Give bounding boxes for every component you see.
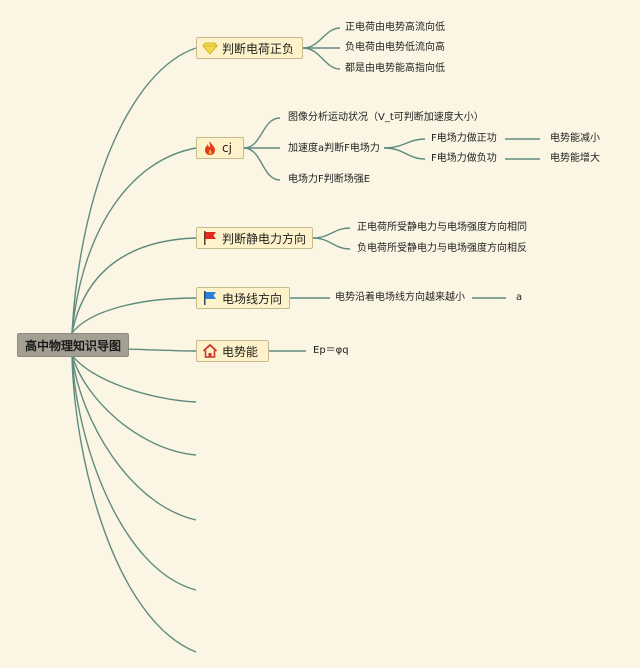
topic-label: cj <box>222 141 232 155</box>
leaf-node[interactable]: 负电荷所受静电力与电场强度方向相反 <box>357 243 527 254</box>
leaf-node[interactable]: 正电荷由电势高流向低 <box>345 22 445 33</box>
branch-connector <box>71 147 197 334</box>
leaf-node[interactable]: 正电荷所受静电力与电场强度方向相同 <box>357 222 527 233</box>
topic-force-direction[interactable]: 判断静电力方向 <box>196 227 313 249</box>
empty-branch <box>71 354 197 591</box>
branch-connector <box>125 348 197 352</box>
leaf-node[interactable]: 加速度a判断F电场力 <box>288 143 380 154</box>
branch-connector <box>71 47 197 334</box>
topic-label: 电势能 <box>222 344 259 359</box>
leaf-node[interactable]: 负电荷由电势低流向高 <box>345 42 445 53</box>
leaf-node[interactable]: a <box>516 292 523 303</box>
empty-branch <box>71 354 197 521</box>
root-topic[interactable]: 高中物理知识导图 <box>17 333 129 357</box>
topic-cj[interactable]: cj <box>196 137 244 159</box>
topic-label: 判断电荷正负 <box>222 41 295 56</box>
topic-potential-energy[interactable]: 电势能 <box>196 340 269 362</box>
home-icon <box>202 343 218 359</box>
fire-icon <box>202 140 218 156</box>
leaf-node[interactable]: 电势沿着电场线方向越来越小 <box>335 292 465 303</box>
leaf-node[interactable]: F电场力做正功 <box>431 133 497 144</box>
empty-branch <box>71 354 197 403</box>
blue-flag-icon <box>202 290 218 306</box>
red-flag-icon <box>202 230 218 246</box>
leaf-node[interactable]: 电势能减小 <box>550 133 600 144</box>
leaf-node[interactable]: F电场力做负功 <box>431 153 497 164</box>
empty-branch <box>71 354 197 653</box>
leaf-node[interactable]: Ep＝φq <box>313 345 349 356</box>
leaf-node[interactable]: 电场力F判断场强E <box>288 174 371 185</box>
diamond-icon <box>202 40 218 56</box>
leaf-node[interactable]: 图像分析运动状况（V_t可判断加速度大小） <box>288 112 484 123</box>
topic-label: 电场线方向 <box>222 291 283 306</box>
branch-connector <box>71 237 197 334</box>
topic-charge-sign[interactable]: 判断电荷正负 <box>196 37 303 59</box>
leaf-node[interactable]: 电势能增大 <box>550 153 600 164</box>
topic-field-line-direction[interactable]: 电场线方向 <box>196 287 290 309</box>
branch-connector <box>71 297 197 334</box>
empty-branch <box>71 354 197 456</box>
topic-label: 判断静电力方向 <box>222 231 307 246</box>
leaf-node[interactable]: 都是由电势能高指向低 <box>345 63 445 74</box>
